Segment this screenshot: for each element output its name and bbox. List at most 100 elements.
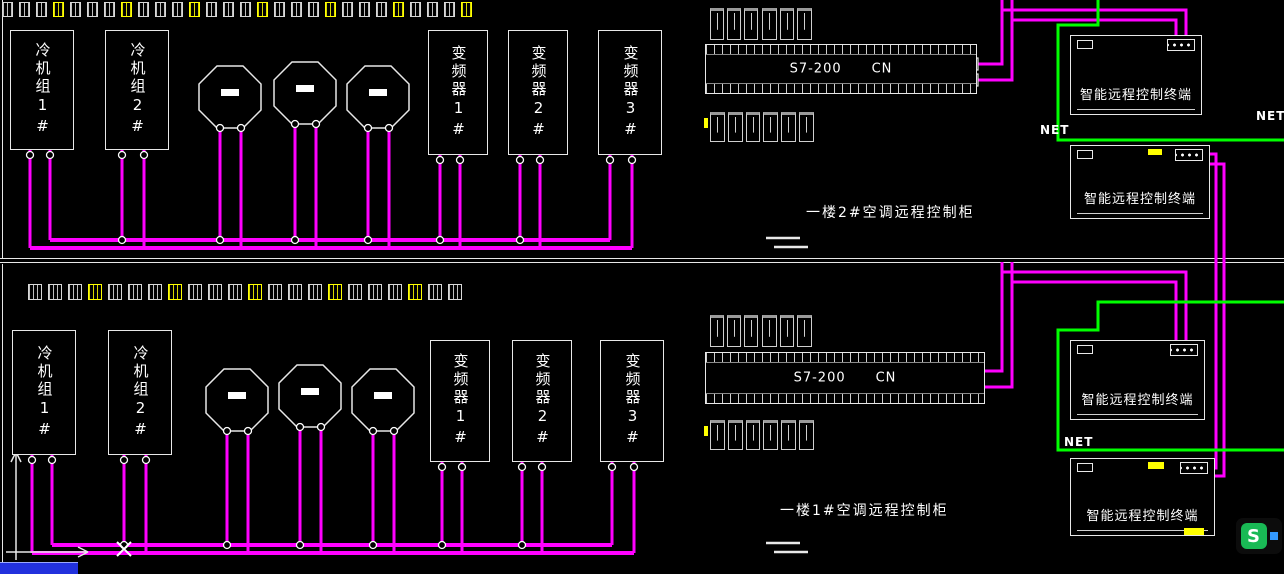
vfd-label: 变频器1# [451, 353, 470, 449]
power-wires-bottom [30, 262, 1188, 555]
terminal-block [19, 2, 30, 17]
plc-module [762, 315, 777, 347]
terminal-block [155, 2, 166, 17]
terminal-block [448, 284, 462, 300]
terminal-block [206, 2, 217, 17]
plc-module [710, 420, 725, 450]
network-wires [1056, 0, 1284, 452]
terminal-block [268, 284, 282, 300]
vfd-label: 变频器3# [623, 353, 642, 449]
terminal-block [257, 2, 268, 17]
terminal-block [359, 2, 370, 17]
terminal-base-line [1077, 213, 1203, 214]
connector-dots-icon [1180, 462, 1208, 474]
plc-side-connectors [955, 57, 981, 394]
terminal-block [68, 284, 82, 300]
remote-terminal-box: 智能远程控制终端 [1070, 145, 1210, 219]
terminal-block [248, 284, 262, 300]
terminal-block [328, 284, 342, 300]
yellow-mark [704, 118, 708, 128]
terminal-block [2, 2, 13, 17]
plc-model: S7-200 [789, 61, 842, 77]
terminal-base-line [1077, 414, 1198, 415]
terminal-block [240, 2, 251, 17]
plc-module [745, 112, 761, 142]
chiller-unit-box: 冷机组2# [105, 30, 169, 150]
terminal-block [188, 284, 202, 300]
terminal-block [36, 2, 47, 17]
vfd-box: 变频器2# [512, 340, 572, 462]
terminal-block [70, 2, 81, 17]
plc-module [763, 112, 779, 142]
terminal-block [138, 2, 149, 17]
plc-terminal-row [706, 353, 984, 363]
plc-module [745, 420, 761, 450]
terminal-block [408, 284, 422, 300]
terminal-block [376, 2, 387, 17]
terminal-block [308, 2, 319, 17]
chiller-unit-box: 冷机组1# [12, 330, 76, 455]
terminal-block [28, 284, 42, 300]
vfd-box: 变频器1# [428, 30, 488, 155]
terminal-block [87, 2, 98, 17]
terminal-block [342, 2, 353, 17]
pump-motor-bar [221, 85, 392, 399]
terminal-block [291, 2, 302, 17]
terminal-label: 智能远程控制终端 [1083, 192, 1196, 207]
plc-region: CN [875, 370, 897, 386]
chiller-label: 冷机组1# [33, 42, 52, 138]
pump-icon [198, 65, 262, 129]
chiller-label: 冷机组1# [35, 344, 54, 441]
plc-io-modules [710, 420, 814, 450]
yellow-mark [1148, 462, 1164, 469]
cabinet-title: 一楼2#空调远程控制柜 [806, 205, 975, 221]
pump-icon [273, 61, 337, 125]
plc-module [710, 8, 724, 40]
net-label: NET [1064, 435, 1094, 449]
terminal-block [172, 2, 183, 17]
yellow-mark [1184, 528, 1204, 535]
plc-module [727, 315, 741, 347]
taskbar-window-fragment[interactable] [0, 562, 78, 574]
terminal-block [53, 2, 64, 17]
terminal-block [444, 2, 455, 17]
ime-icon[interactable]: S [1240, 523, 1267, 549]
terminal-block [88, 284, 102, 300]
pump-icon [351, 368, 415, 432]
plc-module [781, 420, 797, 450]
connection-nodes [25, 119, 639, 550]
ucs-axis-icon [6, 451, 89, 560]
plc-module [797, 315, 813, 347]
remote-terminal-box: 智能远程控制终端 [1070, 340, 1205, 420]
vfd-label: 变频器2# [529, 44, 548, 141]
pump-icon [346, 65, 410, 129]
terminal-label: 智能远程控制终端 [1081, 393, 1194, 408]
plc-rack: S7-200 CN [705, 352, 985, 404]
yellow-mark [1148, 149, 1162, 155]
terminal-block [461, 2, 472, 17]
plc-expansion-modules [710, 8, 758, 40]
tray-icon-group[interactable]: S [1236, 518, 1282, 554]
port-icon [1077, 345, 1093, 354]
yellow-mark [704, 426, 708, 436]
plc-module [799, 420, 814, 450]
tray-mini-icon[interactable] [1269, 532, 1278, 540]
port-icon [1077, 150, 1093, 159]
terminal-block [325, 2, 336, 17]
break-marks [766, 236, 808, 554]
plc-rack: S7-200 CN [705, 44, 977, 94]
terminal-strip [2, 2, 478, 17]
plc-expansion-modules [762, 315, 813, 347]
vfd-label: 变频器2# [533, 353, 552, 449]
pump-icon [205, 368, 269, 432]
terminal-block [128, 284, 142, 300]
port-icon [1077, 40, 1093, 49]
terminal-block [427, 2, 438, 17]
cabinet-title: 一楼1#空调远程控制柜 [780, 503, 949, 519]
plc-module [799, 112, 814, 142]
plc-module [762, 8, 777, 40]
terminal-block [148, 284, 162, 300]
